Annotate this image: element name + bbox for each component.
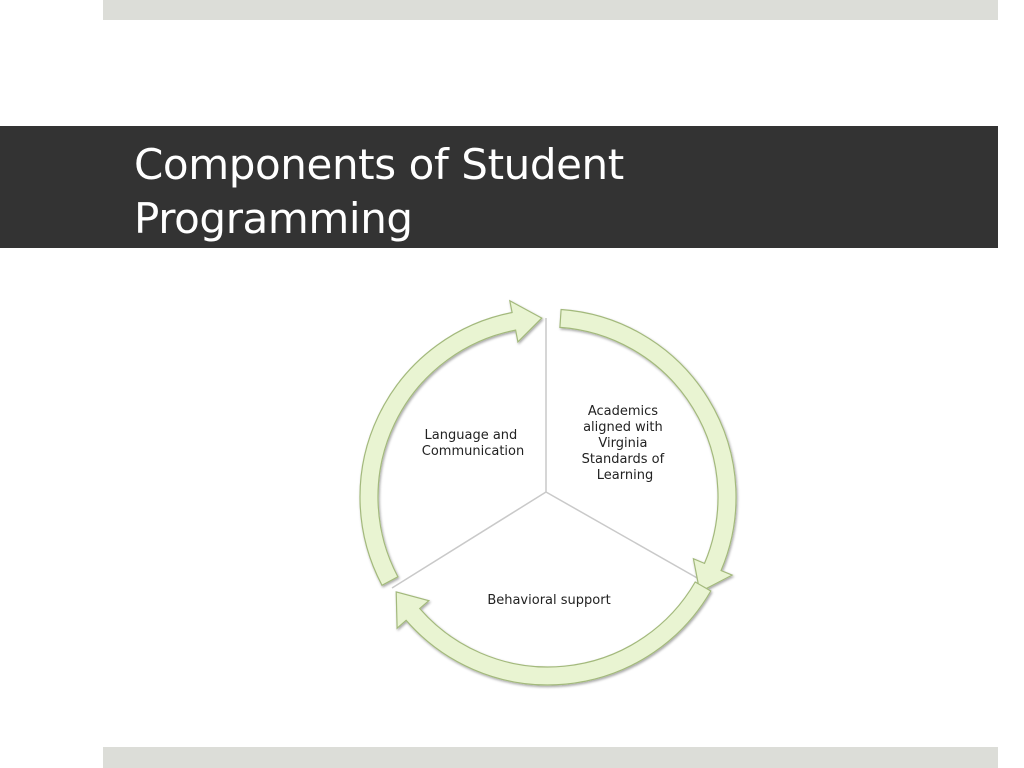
bottom-decorative-band xyxy=(103,747,998,768)
segment-label-behavioral: Behavioral support xyxy=(487,593,610,608)
top-decorative-band xyxy=(103,0,998,20)
cycle-arrows xyxy=(359,299,737,686)
cycle-arrow-left xyxy=(359,299,543,587)
segment-label-line: Virginia xyxy=(598,436,647,451)
segment-label-language: Language and Communication xyxy=(422,428,524,459)
segment-label-line: Behavioral support xyxy=(487,593,610,608)
segment-label-line: Language and xyxy=(425,428,518,443)
segment-dividers xyxy=(391,318,707,589)
segment-label-line: Standards of xyxy=(582,452,665,467)
slide-title: Components of Student Programming xyxy=(134,140,624,243)
cycle-arrow-right xyxy=(559,308,737,593)
segment-label-line: aligned with xyxy=(583,420,663,435)
divider-line-right xyxy=(545,491,707,584)
segment-label-line: Communication xyxy=(422,444,524,459)
segment-label-line: Learning xyxy=(597,468,653,483)
divider-line-left xyxy=(391,491,547,589)
segment-label-line: Academics xyxy=(588,404,658,419)
title-bar xyxy=(0,126,998,248)
cycle-arrow-bottom xyxy=(395,581,712,686)
segment-label-academics: Academics aligned with Virginia Standard… xyxy=(582,404,669,483)
